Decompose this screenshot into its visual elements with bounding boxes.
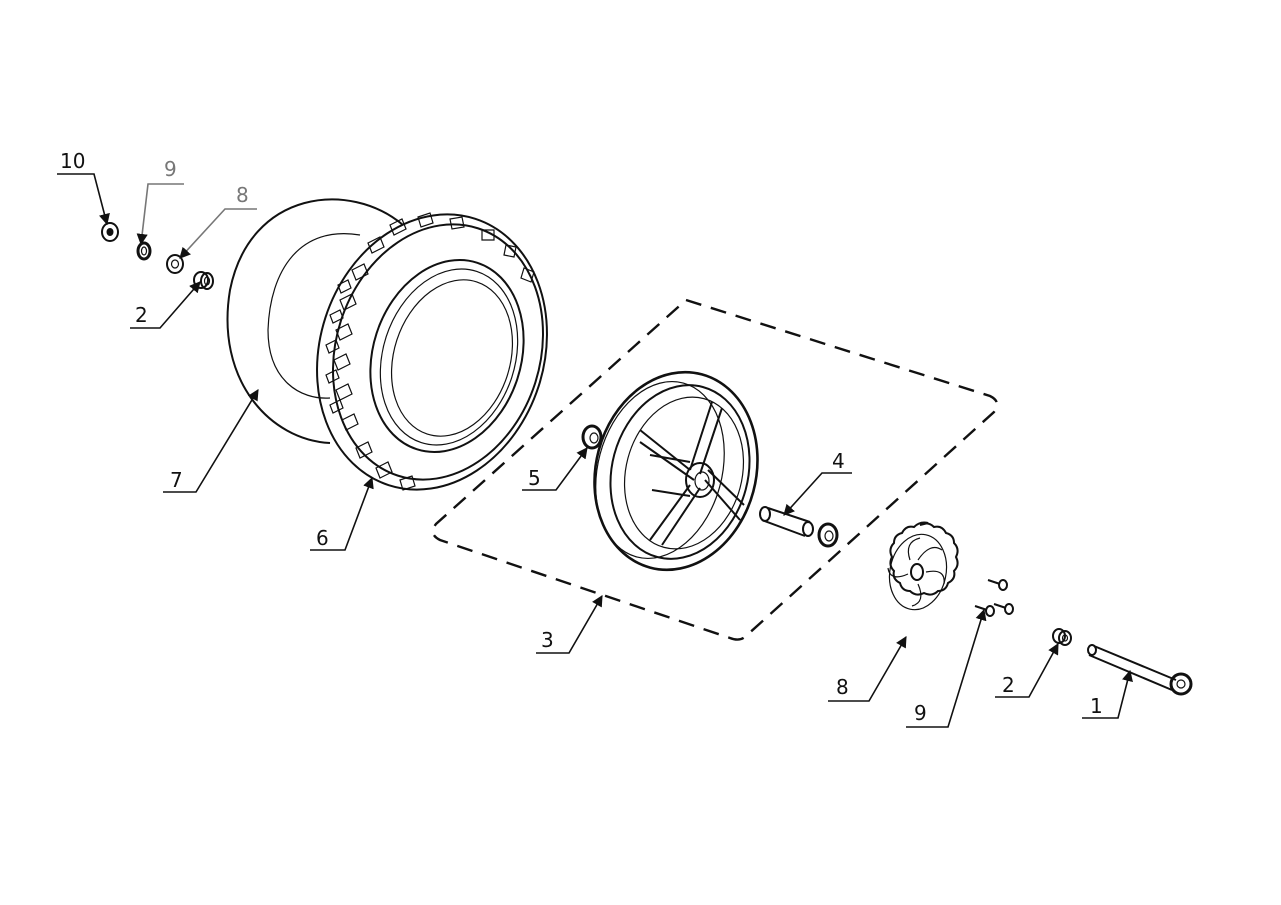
callout-9-bottom-label: 9: [914, 701, 927, 725]
part-9-washer: [136, 241, 152, 261]
callout-2-left-label: 2: [135, 303, 148, 327]
part-2-bushing-right: [1052, 628, 1072, 646]
callout-8-bottom: 8: [828, 636, 907, 702]
callout-3-label: 3: [541, 628, 554, 652]
callout-6: 6: [310, 476, 374, 551]
part-3-rim-assembly-boundary: [431, 298, 999, 641]
callout-7-label: 7: [170, 468, 183, 492]
callout-8-bottom-label: 8: [836, 675, 849, 699]
callout-8-top: 8: [179, 183, 257, 259]
callout-9-bottom: 9: [906, 608, 987, 728]
part-2-bushing-left: [193, 271, 214, 290]
rim-wheel: [593, 370, 759, 572]
callout-2-right-label: 2: [1002, 673, 1015, 697]
callout-2-left: 2: [130, 281, 201, 329]
part-7-inner-tube: [226, 198, 404, 444]
callout-1: 1: [1082, 669, 1133, 719]
callout-6-label: 6: [316, 526, 329, 550]
part-6-tire: [316, 212, 548, 491]
callout-3: 3: [536, 595, 603, 654]
callout-10-label: 10: [60, 149, 85, 173]
part-8-brake-disc: [887, 521, 959, 611]
callout-8-top-label: 8: [236, 183, 249, 207]
callout-9-top: 9: [136, 157, 184, 246]
callout-5-label: 5: [528, 466, 541, 490]
callout-10: 10: [57, 149, 110, 226]
part-8-washer: [166, 254, 184, 274]
callout-2-right: 2: [995, 643, 1059, 698]
callout-1-label: 1: [1090, 694, 1103, 718]
callout-4: 4: [783, 449, 852, 516]
part-4-axle-spacer: [759, 506, 839, 548]
part-5-bearing: [581, 424, 603, 450]
part-9-bolts: [974, 579, 1014, 617]
callout-7: 7: [163, 389, 259, 493]
part-10-nut: [101, 222, 119, 242]
callout-5: 5: [522, 447, 588, 491]
callout-9-top-label: 9: [164, 157, 177, 181]
part-1-axle-bolt: [1087, 644, 1193, 696]
callout-4-label: 4: [832, 449, 845, 473]
